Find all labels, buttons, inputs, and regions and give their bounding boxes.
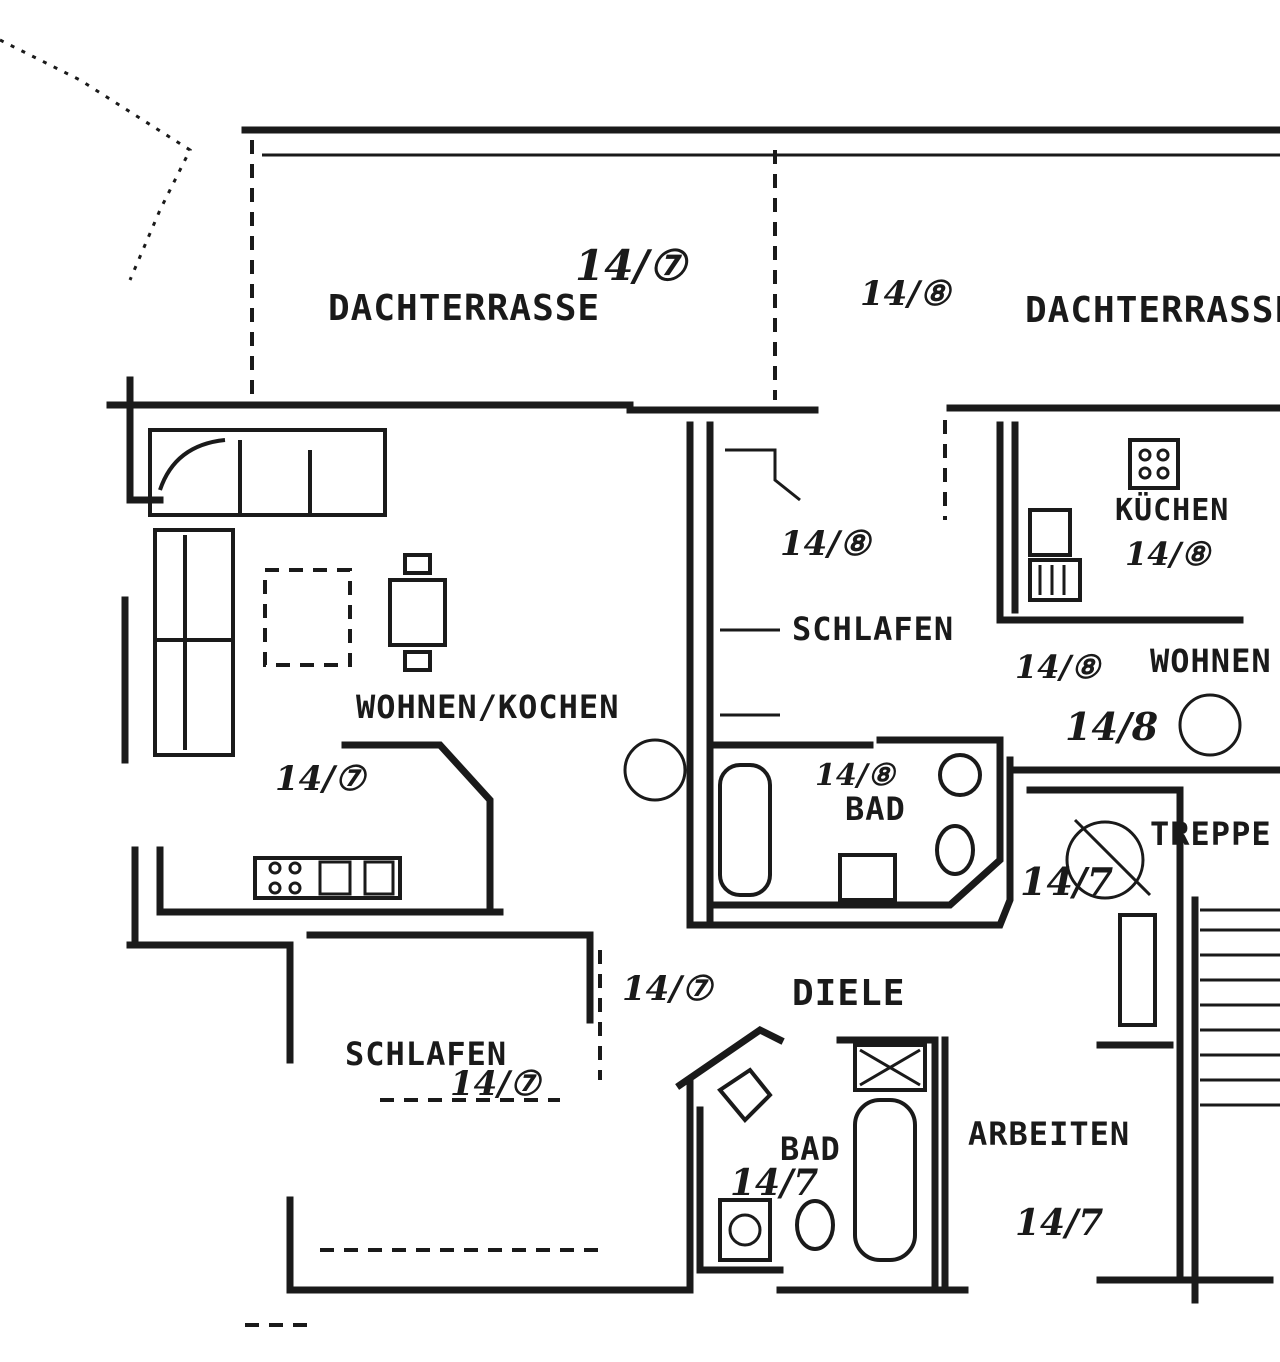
label-kochen: KÜCHEN	[1115, 491, 1229, 528]
label-arbeiten: ARBEITEN	[968, 1115, 1130, 1153]
exterior-walls	[106, 376, 1280, 1327]
label-diele-unit: 14/⑦	[622, 969, 715, 1009]
label-bad-bottom-unit: 14/7	[730, 1162, 818, 1204]
label-bad-top-unit: 14/⑧	[815, 758, 897, 793]
label-bad-top: BAD	[845, 790, 906, 828]
roof-terrace-outline	[0, 38, 1280, 400]
bath-bottom-fixtures	[717, 1043, 927, 1262]
bedroom-top-furniture	[720, 420, 947, 717]
label-wohnen-kochen: WOHNEN/KOCHEN	[356, 688, 619, 726]
label-bad-bottom: BAD	[780, 1130, 841, 1168]
label-schlafen-top-unit: 14/⑧	[780, 524, 873, 564]
bath-top-fixtures	[718, 753, 982, 902]
label-schlafen-bottom: SCHLAFEN	[345, 1035, 507, 1073]
staircase	[1118, 908, 1280, 1107]
label-diele: DIELE	[792, 973, 905, 1014]
label-wohnen-kochen-unit: 14/⑦	[275, 759, 368, 799]
label-wohnen-right-unit: 14/⑧	[1015, 648, 1102, 686]
label-treppe: TREPPE	[1150, 815, 1272, 853]
unit-markers	[1065, 693, 1242, 900]
label-unit8-marker: 14/8	[1065, 704, 1158, 749]
label-unit7-marker: 14/7	[1020, 859, 1113, 904]
label-terrace-left-unit: 14/⑦	[575, 241, 690, 290]
label-arbeiten-unit: 14/7	[1015, 1202, 1103, 1244]
kitchen-right-fixtures	[1028, 438, 1180, 602]
label-terrace-right: DACHTERRASSE	[1025, 290, 1280, 331]
living-furniture	[148, 428, 687, 802]
label-schlafen-bottom-unit: 14/⑦	[450, 1064, 543, 1104]
kitchen-counter-left	[253, 856, 402, 900]
label-terrace-left: DACHTERRASSE	[328, 288, 600, 329]
interior-walls	[156, 421, 1280, 1304]
label-kochen-unit: 14/⑧	[1125, 535, 1212, 573]
label-terrace-right-unit: 14/⑧	[860, 274, 953, 314]
label-schlafen-top: SCHLAFEN	[792, 610, 954, 648]
label-wohnen-right: WOHNEN	[1150, 642, 1272, 680]
bedroom-bottom-dashes	[320, 950, 602, 1252]
